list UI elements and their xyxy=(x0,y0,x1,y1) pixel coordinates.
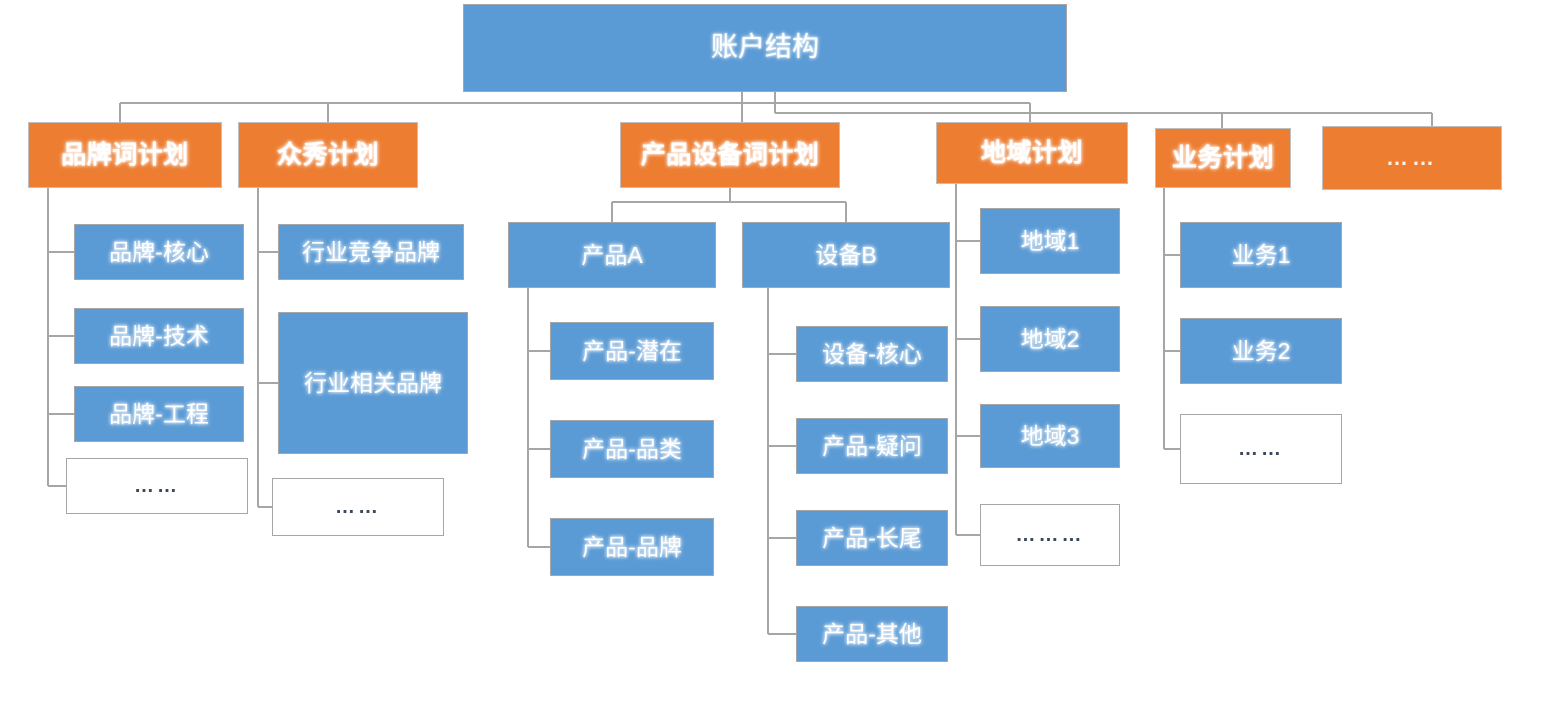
unit-node-business-more-label: …… xyxy=(1238,437,1284,460)
plan-node-business[interactable]: 业务计划 xyxy=(1155,128,1291,188)
unit-node-brand-core[interactable]: 品牌-核心 xyxy=(74,224,244,280)
unit-node-zhongxiu-more-label: …… xyxy=(335,495,381,518)
unit-node-product-longtail-label: 产品-长尾 xyxy=(822,524,922,551)
unit-node-region-3[interactable]: 地域3 xyxy=(980,404,1120,468)
plan-node-more[interactable]: …… xyxy=(1322,126,1502,190)
unit-node-brand-more-label: …… xyxy=(134,474,180,497)
plan-node-zhongxiu-label: 众秀计划 xyxy=(276,140,379,169)
unit-node-brand-more[interactable]: …… xyxy=(66,458,248,514)
unit-node-product-question[interactable]: 产品-疑问 xyxy=(796,418,948,474)
unit-node-product-potential[interactable]: 产品-潜在 xyxy=(550,322,714,380)
unit-node-product-category-label: 产品-品类 xyxy=(582,435,682,462)
unit-node-business-1-label: 业务1 xyxy=(1231,241,1291,268)
unit-node-region-1[interactable]: 地域1 xyxy=(980,208,1120,274)
unit-node-brand-tech[interactable]: 品牌-技术 xyxy=(74,308,244,364)
unit-node-product-longtail[interactable]: 产品-长尾 xyxy=(796,510,948,566)
unit-node-product-question-label: 产品-疑问 xyxy=(822,432,922,459)
root-node-account-structure[interactable]: 账户结构 xyxy=(463,4,1067,92)
unit-node-industry-competitor-brand[interactable]: 行业竞争品牌 xyxy=(278,224,464,280)
unit-node-product-other-label: 产品-其他 xyxy=(822,620,922,647)
root-node-label: 账户结构 xyxy=(711,32,819,63)
plan-node-more-label: …… xyxy=(1386,145,1438,171)
unit-node-zhongxiu-more[interactable]: …… xyxy=(272,478,444,536)
unit-node-industry-competitor-brand-label: 行业竞争品牌 xyxy=(302,238,440,265)
unit-node-region-1-label: 地域1 xyxy=(1020,227,1080,254)
plan-node-region-label: 地域计划 xyxy=(980,138,1083,167)
unit-node-product-category[interactable]: 产品-品类 xyxy=(550,420,714,478)
unit-node-business-1[interactable]: 业务1 xyxy=(1180,222,1342,288)
unit-node-device-b-label: 设备B xyxy=(815,241,877,268)
unit-node-region-3-label: 地域3 xyxy=(1020,422,1080,449)
unit-node-brand-engineering[interactable]: 品牌-工程 xyxy=(74,386,244,442)
unit-node-device-core-label: 设备-核心 xyxy=(822,340,922,367)
unit-node-device-b[interactable]: 设备B xyxy=(742,222,950,288)
unit-node-region-more-label: ……… xyxy=(1015,523,1085,546)
unit-node-business-2-label: 业务2 xyxy=(1231,337,1291,364)
unit-node-brand-core-label: 品牌-核心 xyxy=(109,238,209,265)
plan-node-brand-label: 品牌词计划 xyxy=(61,140,189,169)
unit-node-product-potential-label: 产品-潜在 xyxy=(582,337,682,364)
plan-node-region[interactable]: 地域计划 xyxy=(936,122,1128,184)
unit-node-region-2[interactable]: 地域2 xyxy=(980,306,1120,372)
unit-node-product-brand-label: 产品-品牌 xyxy=(582,533,682,560)
plan-node-brand[interactable]: 品牌词计划 xyxy=(28,122,222,188)
plan-node-product-device-label: 产品设备词计划 xyxy=(640,140,820,169)
unit-node-business-more[interactable]: …… xyxy=(1180,414,1342,484)
unit-node-product-brand[interactable]: 产品-品牌 xyxy=(550,518,714,576)
unit-node-business-2[interactable]: 业务2 xyxy=(1180,318,1342,384)
unit-node-industry-related-brand[interactable]: 行业相关品牌 xyxy=(278,312,468,454)
unit-node-device-core[interactable]: 设备-核心 xyxy=(796,326,948,382)
unit-node-region-2-label: 地域2 xyxy=(1020,325,1080,352)
unit-node-industry-related-brand-label: 行业相关品牌 xyxy=(304,369,442,396)
unit-node-product-a[interactable]: 产品A xyxy=(508,222,716,288)
unit-node-product-a-label: 产品A xyxy=(581,241,643,268)
unit-node-brand-engineering-label: 品牌-工程 xyxy=(109,400,209,427)
plan-node-business-label: 业务计划 xyxy=(1171,143,1274,172)
plan-node-product-device[interactable]: 产品设备词计划 xyxy=(620,122,840,188)
unit-node-region-more[interactable]: ……… xyxy=(980,504,1120,566)
plan-node-zhongxiu[interactable]: 众秀计划 xyxy=(238,122,418,188)
unit-node-brand-tech-label: 品牌-技术 xyxy=(109,322,209,349)
unit-node-product-other[interactable]: 产品-其他 xyxy=(796,606,948,662)
